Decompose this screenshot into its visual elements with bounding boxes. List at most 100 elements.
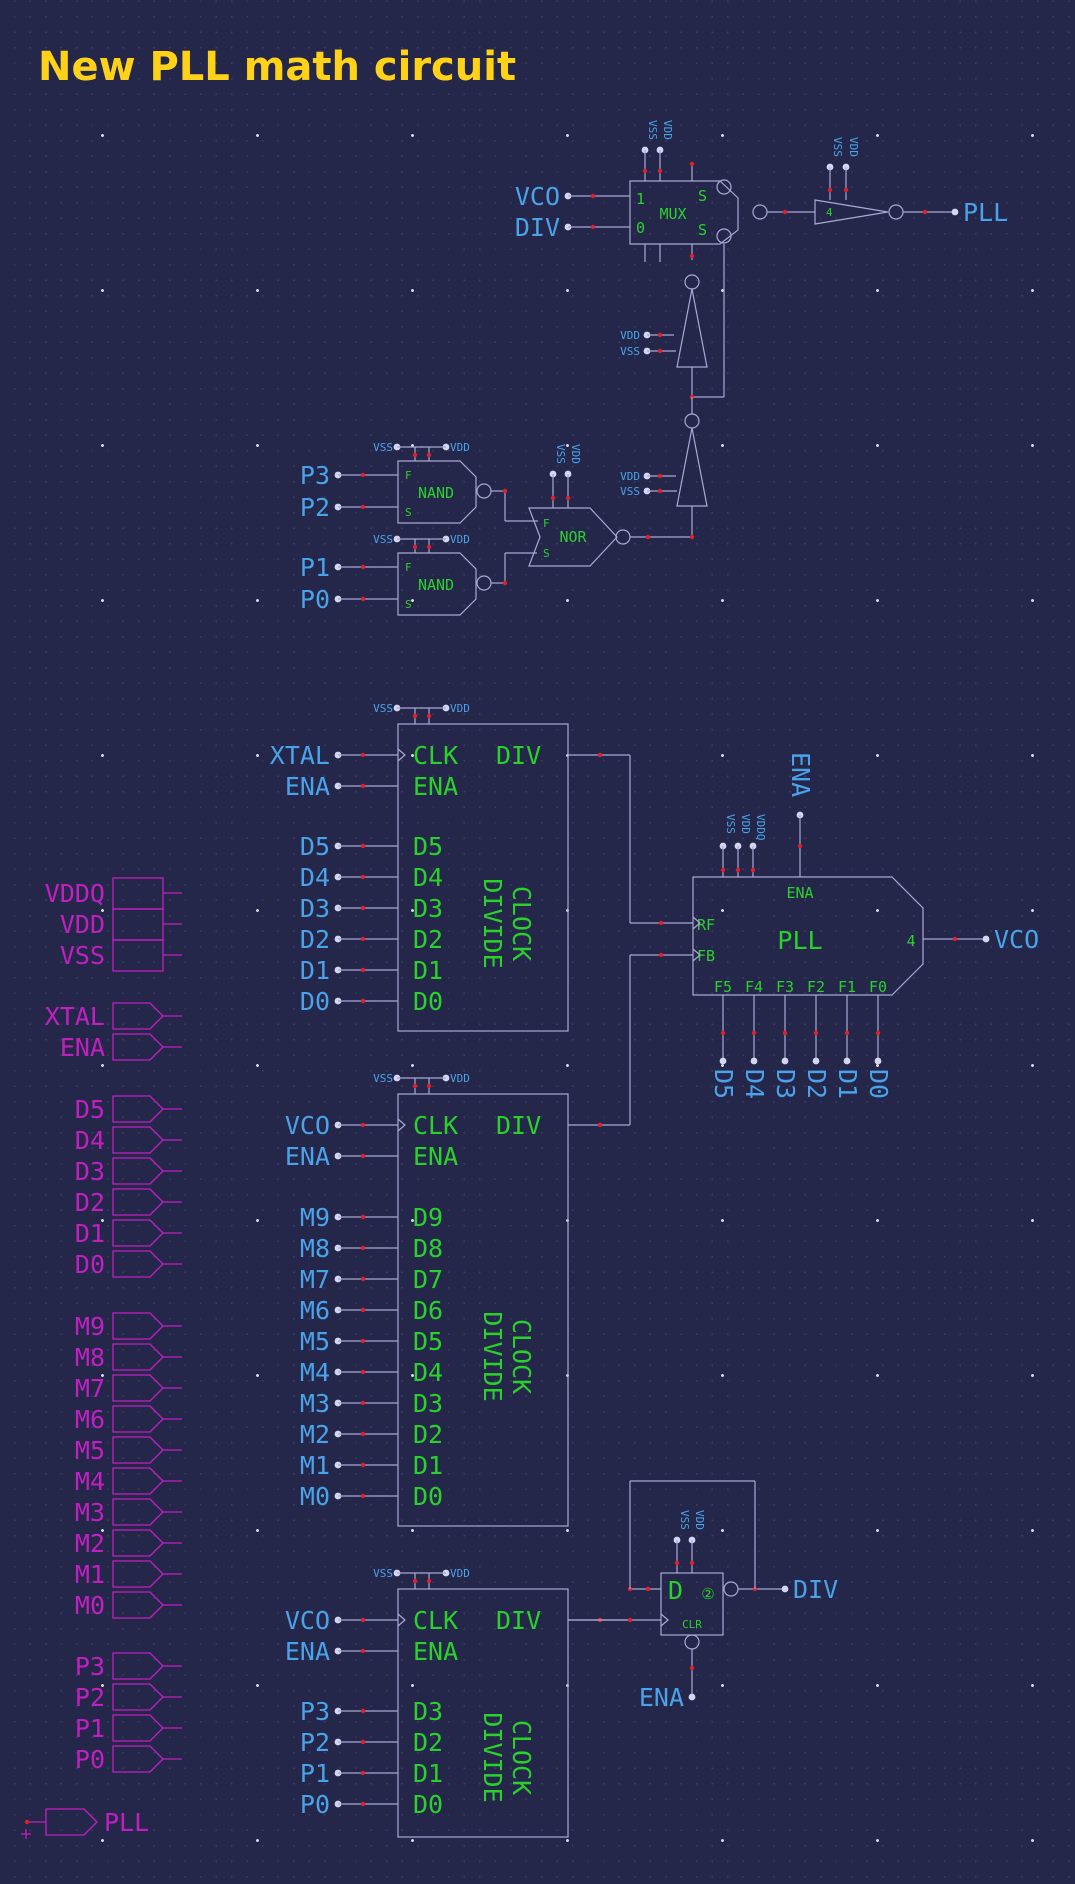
inverter-bubble	[476, 575, 492, 591]
junction-dot	[689, 161, 695, 167]
port-label-d: D0	[75, 1250, 105, 1279]
junction-dot	[360, 1307, 366, 1313]
port-label-input: ENA	[60, 1033, 105, 1062]
junction-dot	[642, 168, 648, 174]
port-symbol	[112, 1374, 164, 1402]
junction-dot	[426, 1578, 432, 1584]
junction-dot	[426, 1083, 432, 1089]
dff-power-label: VDD	[693, 1510, 706, 1530]
junction-dot	[657, 473, 663, 479]
dff-pin-d: D	[668, 1576, 683, 1605]
port-box	[112, 908, 164, 941]
inverter-bubble	[723, 1581, 739, 1597]
pll-power-label: VSS	[724, 814, 737, 834]
pll-pin-f: F4	[745, 978, 763, 996]
junction-dot	[750, 867, 756, 873]
power-pin-label: VSS	[373, 1567, 393, 1580]
output-pin	[982, 935, 990, 943]
junction-dot	[412, 544, 418, 550]
nand2-input-a: P1	[300, 553, 330, 582]
clock-divide-3-name-1: CLOCK	[507, 1720, 536, 1795]
junction-dot	[689, 1560, 695, 1566]
junction-dot	[597, 752, 603, 758]
junction-dot	[827, 187, 833, 193]
junction-dot	[360, 967, 366, 973]
net-pin	[843, 1057, 851, 1065]
nand2-symbol	[397, 552, 477, 616]
clock-divide-1-name-1: CLOCK	[507, 886, 536, 961]
port-symbol	[112, 1188, 164, 1216]
inverter-bubble	[615, 529, 631, 545]
junction-dot	[360, 1648, 366, 1654]
clock-divide-3-data-net: P0	[300, 1790, 330, 1819]
port-label-p: P2	[75, 1683, 105, 1712]
port-label-power: VDDQ	[45, 879, 105, 908]
clock-divide-1-pin-ena: ENA	[413, 772, 458, 801]
junction-dot	[360, 783, 366, 789]
power-pin-label: VDD	[450, 702, 470, 715]
junction-dot	[657, 488, 663, 494]
pll-pin-f: F2	[807, 978, 825, 996]
junction-dot	[426, 452, 432, 458]
junction-dot	[689, 534, 695, 540]
clock-divide-2-pin-clk: CLK	[413, 1111, 458, 1140]
port-label-power: VDD	[60, 910, 105, 939]
clock-divide-2-data-net: M3	[300, 1389, 330, 1418]
junction-dot	[360, 1462, 366, 1468]
power-pin-label: VDD	[450, 1072, 470, 1085]
net-label-div-out: DIV	[793, 1575, 838, 1604]
nor-power-label: VSS	[554, 444, 567, 464]
junction-dot	[412, 1578, 418, 1584]
port-symbol	[112, 1219, 164, 1247]
junction-dot	[360, 1122, 366, 1128]
port-symbol	[112, 1467, 164, 1495]
junction-dot	[952, 936, 958, 942]
nand1-pin-s: S	[405, 506, 412, 519]
net-pin	[781, 1057, 789, 1065]
port-symbol	[112, 1250, 164, 1278]
junction-dot	[689, 1665, 695, 1671]
clock-divide-1-data-net: D1	[300, 956, 330, 985]
net-pin	[719, 1057, 727, 1065]
power-pin-label: VDD	[450, 441, 470, 454]
junction-dot	[550, 495, 556, 501]
inverter-bubble	[716, 228, 732, 244]
inverter-bubble	[684, 274, 700, 290]
junction-dot	[360, 1770, 366, 1776]
mux-pin-0: 0	[636, 219, 645, 237]
dff-clock-marker	[660, 1613, 669, 1627]
clock-divide-2-data-net: M9	[300, 1203, 330, 1232]
clock-divide-3-data-net: P1	[300, 1759, 330, 1788]
port-label-p: P1	[75, 1714, 105, 1743]
junction-dot	[360, 1431, 366, 1437]
port-label-p: P0	[75, 1745, 105, 1774]
junction-dot	[412, 1083, 418, 1089]
port-label-m: M5	[75, 1436, 105, 1465]
clock-divide-3-clock-marker	[397, 1613, 406, 1627]
pll-pin-f: F3	[776, 978, 794, 996]
clock-divide-2-pin-d: D0	[413, 1482, 443, 1511]
inv-power-label: VSS	[620, 485, 640, 498]
junction-dot	[426, 713, 432, 719]
nand1-pin-f: F	[405, 469, 412, 482]
pll-pin-f: F0	[869, 978, 887, 996]
power-pin-label: VDD	[450, 1567, 470, 1580]
net-pin	[874, 1057, 882, 1065]
net-label-vco: VCO	[515, 182, 560, 211]
port-label-d: D3	[75, 1157, 105, 1186]
junction-dot	[502, 580, 508, 586]
clock-divide-3-ena-net: ENA	[285, 1637, 330, 1666]
nor-pin-s: S	[543, 547, 550, 560]
clock-divide-2-name-2: DIVIDE	[478, 1311, 507, 1401]
junction-dot	[360, 1708, 366, 1714]
junction-dot	[360, 752, 366, 758]
junction-dot	[843, 187, 849, 193]
junction-dot	[360, 936, 366, 942]
clock-divide-3-clk-net: VCO	[285, 1606, 330, 1635]
pll-pin-ena: ENA	[786, 884, 813, 902]
junction-dot	[782, 1030, 788, 1036]
junction-dot	[645, 534, 651, 540]
pll-fb-marker	[692, 948, 701, 962]
